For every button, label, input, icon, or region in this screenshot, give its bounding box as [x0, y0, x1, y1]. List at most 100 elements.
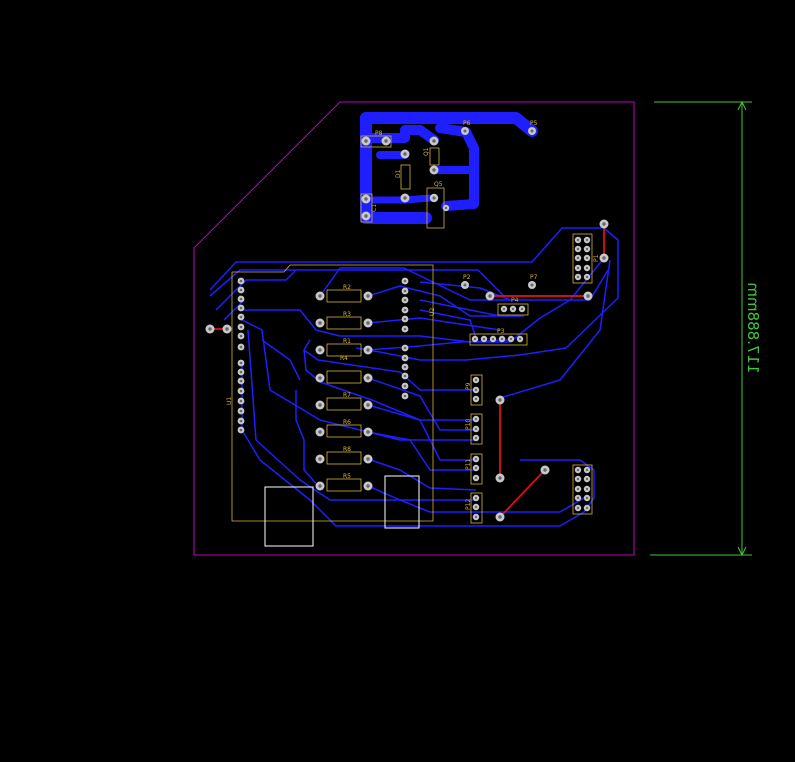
label-p2: P2	[463, 274, 471, 281]
drill-hole	[432, 168, 436, 172]
drill-hole	[403, 289, 407, 293]
drill-hole	[318, 321, 322, 325]
r1-body	[326, 343, 362, 357]
drill-hole	[366, 376, 370, 380]
drill-hole	[518, 337, 522, 341]
label-p8: P8	[375, 130, 383, 137]
p3-outline	[469, 333, 528, 346]
drill-hole	[474, 397, 478, 401]
drill-hole	[474, 427, 478, 431]
drill-hole	[498, 398, 502, 402]
drill-hole	[318, 294, 322, 298]
label-q5: Q5	[434, 181, 443, 188]
drill-hole	[239, 279, 243, 283]
label-r5: R5	[343, 473, 351, 480]
drill-hole	[585, 266, 589, 270]
drill-hole	[403, 356, 407, 360]
drill-hole	[239, 288, 243, 292]
drill-hole	[403, 394, 407, 398]
p10-outline	[470, 413, 483, 445]
drill-hole	[585, 256, 589, 260]
drill-hole	[239, 334, 243, 338]
q1-body	[429, 147, 440, 166]
drill-hole	[576, 247, 580, 251]
drill-hole	[239, 370, 243, 374]
dimension-label: 117.888mm	[744, 282, 762, 373]
drill-hole	[502, 307, 506, 311]
drill-hole	[474, 436, 478, 440]
drill-hole	[225, 327, 229, 331]
drill-hole	[474, 466, 478, 470]
drill-hole	[576, 266, 580, 270]
drill-hole	[576, 477, 580, 481]
drill-hole	[500, 337, 504, 341]
p11-outline	[470, 453, 483, 485]
label-r8: R8	[343, 446, 351, 453]
r4-body	[326, 370, 362, 384]
p7-outline	[572, 464, 593, 515]
drill-hole	[511, 307, 515, 311]
courtyard-right	[384, 475, 420, 529]
pad-group	[205, 127, 609, 522]
r6-body	[326, 424, 362, 438]
drill-hole	[491, 337, 495, 341]
drill-hole	[585, 247, 589, 251]
drill-hole	[318, 403, 322, 407]
drill-hole	[585, 487, 589, 491]
drill-hole	[239, 345, 243, 349]
drill-hole	[474, 378, 478, 382]
label-p9: P9	[465, 382, 472, 390]
drill-hole	[444, 206, 448, 210]
label-r3: R3	[343, 311, 351, 318]
drill-hole	[576, 506, 580, 510]
drill-hole	[509, 337, 513, 341]
drill-hole	[239, 428, 243, 432]
drill-hole	[474, 505, 478, 509]
drill-hole	[585, 496, 589, 500]
drill-hole	[366, 294, 370, 298]
drill-hole	[403, 308, 407, 312]
label-p5: P5	[530, 120, 538, 127]
label-p12: P12	[465, 499, 472, 510]
drill-hole	[403, 279, 407, 283]
drill-hole	[239, 297, 243, 301]
drill-hole	[366, 457, 370, 461]
drill-hole	[318, 484, 322, 488]
c1-outline	[360, 193, 373, 223]
drill-hole	[432, 196, 436, 200]
d1-body	[400, 164, 411, 190]
drill-hole	[530, 283, 534, 287]
drill-hole	[403, 152, 407, 156]
label-p7: P7	[530, 274, 538, 281]
label-d1: D1	[395, 169, 402, 178]
drill-hole	[474, 476, 478, 480]
drill-hole	[498, 476, 502, 480]
drill-hole	[543, 468, 547, 472]
drill-hole	[239, 315, 243, 319]
drill-hole	[403, 374, 407, 378]
drill-hole	[403, 327, 407, 331]
drill-hole	[585, 275, 589, 279]
label-p6: P6	[463, 120, 471, 127]
drill-hole	[498, 515, 502, 519]
drill-hole	[239, 361, 243, 365]
drill-hole	[318, 457, 322, 461]
label-r2: R2	[343, 284, 351, 291]
p1-outline	[572, 233, 593, 284]
r2-body	[326, 289, 362, 303]
back-copper-traces	[210, 224, 605, 518]
power-copper-pour	[360, 112, 538, 224]
drill-hole	[384, 139, 388, 143]
drill-hole	[576, 496, 580, 500]
drill-hole	[585, 477, 589, 481]
drill-hole	[366, 484, 370, 488]
drill-hole	[366, 403, 370, 407]
drill-hole	[318, 348, 322, 352]
u1-outline	[231, 264, 434, 522]
reference-labels: R2 R3 R1 R4 R7 R6 R8 R5 P8 P6 P5 P2 P7 P…	[226, 120, 600, 510]
drill-hole	[239, 409, 243, 413]
drill-hole	[586, 294, 590, 298]
drill-hole	[403, 298, 407, 302]
drill-hole	[366, 321, 370, 325]
drill-hole	[403, 317, 407, 321]
